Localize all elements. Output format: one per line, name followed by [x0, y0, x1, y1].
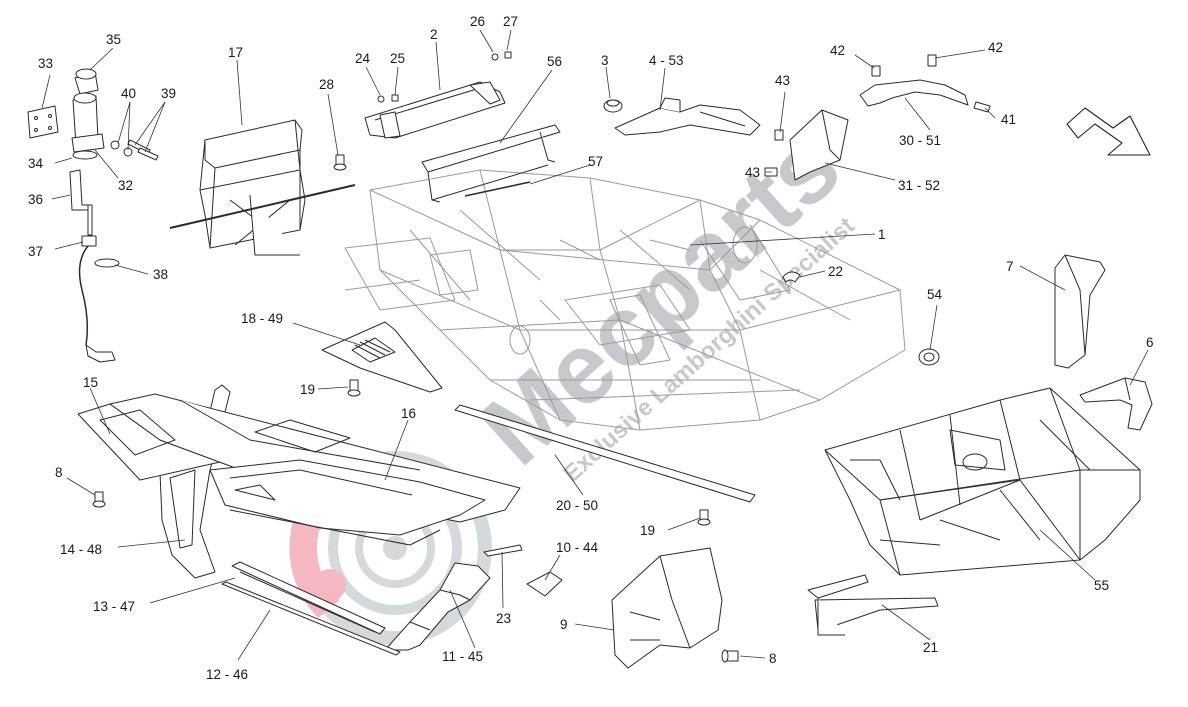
callout-42-right: 42 [988, 40, 1003, 55]
callout-26: 26 [470, 14, 485, 29]
callout-20-50: 20 - 50 [556, 498, 598, 513]
callout-23: 23 [496, 611, 511, 626]
callout-16: 16 [401, 406, 416, 421]
part-17-frame [169, 119, 356, 256]
callout-15: 15 [83, 375, 98, 390]
part-36-bracket [69, 169, 93, 211]
part-3-grommet [603, 99, 623, 113]
part-11-rear-pillar [384, 562, 491, 651]
part-42-bolt-right [927, 54, 937, 67]
part-27-screw [504, 51, 512, 59]
part-33-hinge-plate [27, 105, 59, 139]
part-19-bolt-lower [697, 509, 711, 526]
callout-35: 35 [106, 32, 121, 47]
callout-22: 22 [828, 264, 843, 279]
callout-6: 6 [1146, 335, 1154, 350]
part-24-nut [377, 95, 385, 103]
part-8-bolt-right [721, 649, 739, 663]
callout-13-47: 13 - 47 [93, 599, 135, 614]
part-20-long-rail [454, 404, 756, 503]
callout-4-53: 4 - 53 [649, 53, 684, 68]
part-22-clip [782, 271, 801, 283]
callout-12-46: 12 - 46 [206, 667, 248, 682]
part-16-floor-panel [209, 459, 486, 546]
callout-3: 3 [601, 53, 609, 68]
part-28-bolt [333, 154, 347, 171]
part-12-sill-strip [221, 581, 401, 656]
callout-labels: 1 2 3 4 - 53 6 7 8 8 9 10 - 44 11 - 45 1… [28, 14, 1154, 682]
callout-14-48: 14 - 48 [60, 542, 102, 557]
part-30-bracket-arm [859, 79, 969, 107]
part-21-bracket [807, 574, 939, 636]
part-57-rod [464, 181, 531, 197]
part-4-bracket [614, 97, 761, 136]
callout-57: 57 [588, 154, 603, 169]
part-54-grommet [918, 348, 940, 366]
callout-8-right: 8 [769, 651, 777, 666]
part-56-crossmember [421, 124, 561, 203]
callout-8-left: 8 [55, 465, 63, 480]
callout-55: 55 [1094, 578, 1109, 593]
callout-34: 34 [28, 156, 44, 171]
part-32-hinge-base [71, 133, 105, 153]
callout-7: 7 [1006, 259, 1014, 274]
part-25-screw [391, 94, 399, 102]
callout-40: 40 [121, 86, 136, 101]
callout-24: 24 [355, 51, 371, 66]
callout-43-upper: 43 [775, 73, 790, 88]
part-8-bolt-left [92, 491, 106, 508]
callout-28: 28 [319, 77, 334, 92]
callout-27: 27 [503, 14, 518, 29]
callout-36: 36 [28, 192, 43, 207]
part-35-hinge-barrel [72, 68, 99, 146]
callout-33: 33 [38, 56, 53, 71]
callout-32: 32 [118, 178, 133, 193]
callout-56: 56 [547, 54, 562, 69]
part-18-floor-tray [321, 321, 443, 393]
part-37-sensor-cable [78, 204, 116, 363]
part-43-bolt-upper [774, 129, 784, 141]
callout-10-44: 10 - 44 [556, 540, 599, 555]
callout-2: 2 [430, 27, 438, 42]
part-40-nut [110, 140, 133, 157]
part-13-sill-panel [231, 561, 386, 635]
part-19-bolt-upper [347, 379, 361, 397]
part-31-cover [789, 109, 849, 181]
callout-19-lower: 19 [640, 523, 655, 538]
part-6-bracket [1079, 377, 1153, 431]
part-26-nut [491, 53, 499, 61]
callout-11-45: 11 - 45 [442, 649, 483, 664]
callout-30-51: 30 - 51 [899, 133, 941, 148]
part-39-bolt [127, 139, 159, 161]
callout-41: 41 [1001, 112, 1016, 127]
callout-43-lower: 43 [745, 165, 760, 180]
part-34-washer [72, 150, 98, 160]
callout-9: 9 [560, 617, 568, 632]
part-10-small-bracket [526, 571, 563, 597]
callout-31-52: 31 - 52 [898, 178, 940, 193]
callout-39: 39 [161, 86, 176, 101]
callout-19-upper: 19 [300, 382, 315, 397]
part-42-bolt-left [871, 65, 881, 77]
callout-37: 37 [28, 244, 43, 259]
callout-17: 17 [228, 45, 243, 60]
part-2-crossbar [364, 81, 506, 139]
callout-25: 25 [390, 51, 405, 66]
part-9-wheel-arch-panel [611, 547, 723, 669]
callout-54: 54 [927, 287, 943, 302]
callout-38: 38 [153, 267, 168, 282]
part-38-ring [94, 258, 120, 268]
part-23-plate [483, 544, 523, 557]
callout-1: 1 [878, 227, 886, 242]
callout-42-left: 42 [830, 43, 845, 58]
callout-18-49: 18 - 49 [241, 311, 283, 326]
part-55-rear-subframe [824, 387, 1141, 576]
direction-arrow-icon [1066, 107, 1151, 156]
leader-lines [41, 29, 1149, 661]
callout-21: 21 [923, 640, 938, 655]
part-7-side-panel [1054, 254, 1106, 369]
main-chassis-frame [344, 169, 906, 431]
